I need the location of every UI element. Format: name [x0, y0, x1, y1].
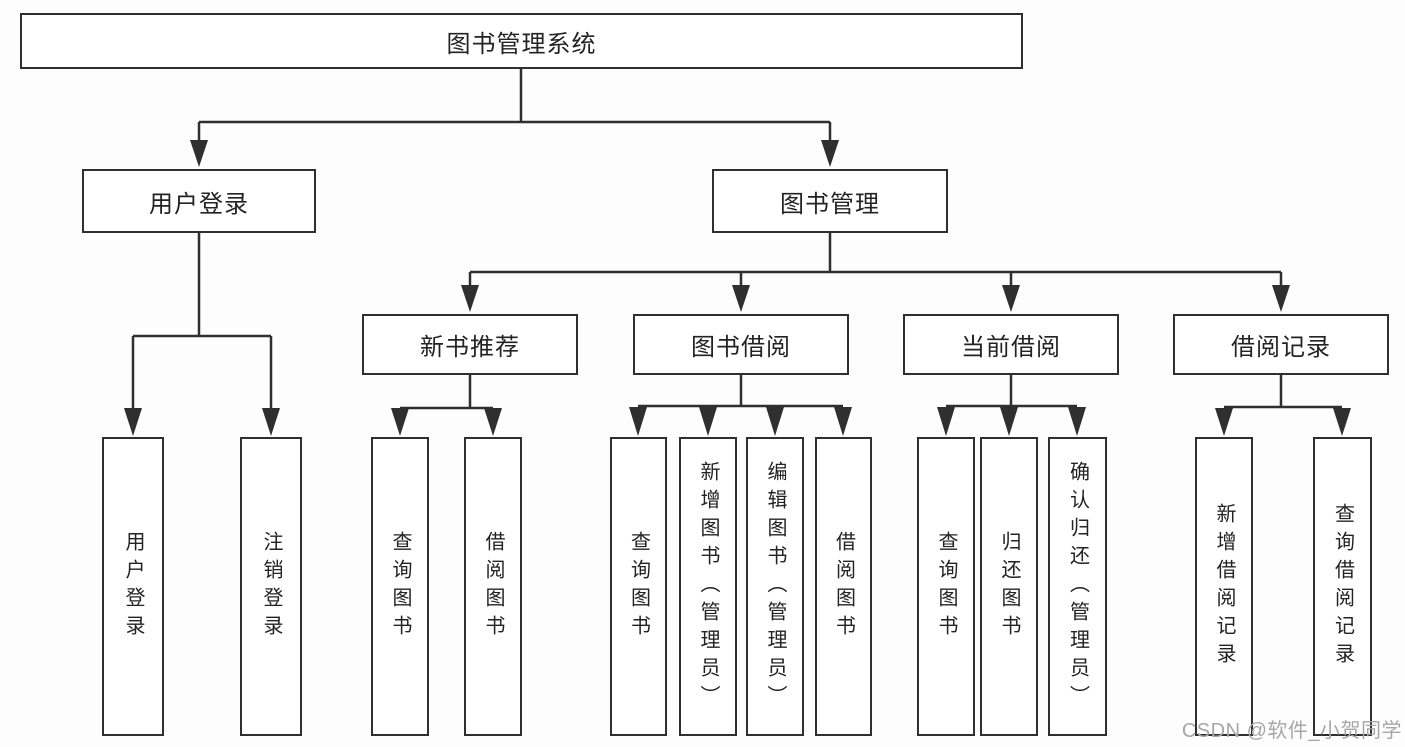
arrowheads: [124, 140, 1351, 436]
connector-book-mgmt-children: [468, 233, 1283, 288]
connector-borrow-records-children: [1224, 375, 1342, 409]
connector-root-to-level2: [197, 67, 832, 142]
node-new-book-recommend: 新书推荐: [362, 314, 578, 375]
connector-book-borrow-children: [638, 375, 843, 408]
leaf-user-login: 用户登录: [102, 437, 164, 736]
connector-new-book-children: [398, 375, 495, 411]
leaf-borrow-books: 借阅图书: [815, 437, 872, 736]
connector-user-login-children: [131, 233, 273, 410]
node-library-system: 图书管理系统: [20, 13, 1023, 69]
leaf-add-book-admin: 新增图书（管理员）: [679, 437, 737, 736]
leaf-query-books-recommend: 查询图书: [371, 437, 429, 736]
csdn-watermark: CSDN @软件_小贺同学: [1181, 720, 1402, 742]
leaf-add-borrow-record: 新增借阅记录: [1195, 437, 1253, 736]
node-book-borrow: 图书借阅: [633, 314, 849, 375]
leaf-query-books-borrow: 查询图书: [610, 437, 667, 736]
leaf-borrow-books-recommend: 借阅图书: [464, 437, 522, 736]
leaf-return-books: 归还图书: [980, 437, 1038, 736]
leaf-query-borrow-record: 查询借阅记录: [1313, 437, 1372, 736]
node-borrow-records: 借阅记录: [1173, 314, 1389, 375]
leaf-edit-book-admin: 编辑图书（管理员）: [746, 437, 804, 736]
connector-current-borrow-children: [946, 375, 1077, 408]
node-current-borrow: 当前借阅: [903, 314, 1119, 375]
leaf-logout: 注销登录: [240, 437, 302, 736]
leaf-query-books-current: 查询图书: [917, 437, 975, 736]
node-book-management: 图书管理: [712, 169, 948, 233]
leaf-confirm-return-admin: 确认归还（管理员）: [1048, 437, 1107, 736]
node-user-login: 用户登录: [82, 169, 316, 233]
